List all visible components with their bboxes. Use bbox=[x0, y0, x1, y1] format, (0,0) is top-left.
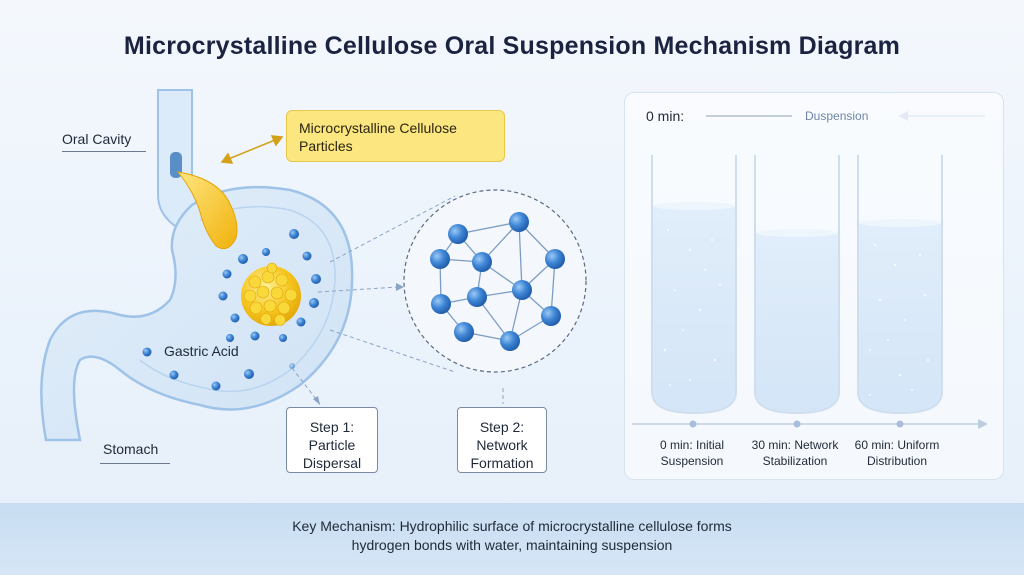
suspension-label: Duspension bbox=[805, 109, 869, 123]
timeline-header: 0 min: bbox=[646, 108, 685, 124]
page-title: Microcrystalline Cellulose Oral Suspensi… bbox=[123, 32, 901, 60]
step-2-line-3: Formation bbox=[470, 455, 534, 471]
oral-cavity-underline bbox=[62, 151, 146, 152]
step-2-title: Step 2: bbox=[479, 419, 525, 435]
dispersed-particles bbox=[142, 229, 321, 391]
tube-2-desc: Distribution bbox=[866, 454, 928, 468]
tube-0-label: 0 min: Initial Suspension bbox=[637, 437, 747, 469]
step-2-box: Step 2: Network Formation bbox=[457, 407, 547, 473]
network-circle bbox=[403, 189, 587, 373]
tube-2-label: 60 min: Uniform Distribution bbox=[842, 437, 952, 469]
stomach-label: Stomach bbox=[103, 441, 159, 457]
tube-0-desc: Suspension bbox=[660, 454, 724, 468]
stomach-underline bbox=[100, 463, 170, 464]
footer-line-2: hydrogen bonds with water, maintaining s… bbox=[351, 537, 673, 553]
callout-line-2: Particles bbox=[299, 138, 353, 154]
step-1-box: Step 1: Particle Dispersal bbox=[286, 407, 378, 473]
tube-1-label: 30 min: Network Stabilization bbox=[740, 437, 850, 469]
mcc-cluster bbox=[241, 262, 301, 326]
network-nodes bbox=[430, 212, 565, 351]
footer-line-1: Key Mechanism: Hydrophilic surface of mi… bbox=[292, 518, 732, 534]
timeline-panel bbox=[624, 92, 1004, 480]
step-1-line-3: Dispersal bbox=[302, 455, 362, 471]
stomach-inner-wall bbox=[139, 205, 336, 393]
callout-arrow bbox=[220, 135, 284, 164]
oral-cavity-label: Oral Cavity bbox=[62, 131, 132, 147]
stomach-shape bbox=[40, 185, 354, 442]
tube-1-time: 30 min: Network bbox=[751, 438, 839, 452]
tube-2-time: 60 min: Uniform bbox=[854, 438, 940, 452]
mcc-callout: Microcrystalline Cellulose Particles bbox=[286, 110, 505, 162]
mcc-drop bbox=[176, 171, 238, 250]
key-mechanism-text: Key Mechanism: Hydrophilic surface of mi… bbox=[0, 517, 1024, 555]
step-2-line-2: Network bbox=[476, 437, 528, 453]
esophagus-opening bbox=[170, 152, 182, 178]
step-1-line-2: Particle bbox=[308, 437, 356, 453]
callout-line-1: Microcrystalline Cellulose bbox=[299, 120, 457, 136]
tube-1-desc: Stabilization bbox=[762, 454, 828, 468]
tube-0-time: 0 min: Initial bbox=[659, 438, 725, 452]
connector-arrowhead bbox=[396, 283, 404, 291]
step-1-title: Step 1: bbox=[309, 419, 355, 435]
footer-band bbox=[0, 503, 1024, 575]
gastric-acid-label: Gastric Acid bbox=[164, 343, 239, 359]
